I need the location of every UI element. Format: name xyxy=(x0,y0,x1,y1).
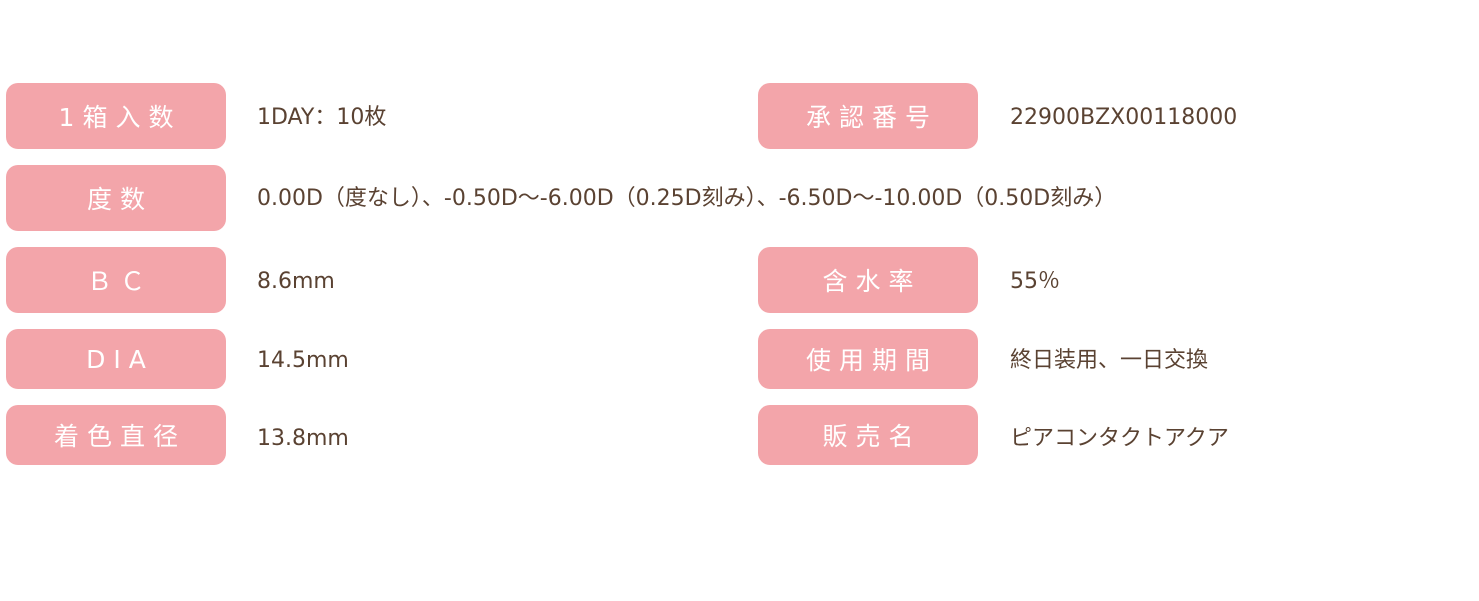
spec-label: 度数 xyxy=(6,165,226,231)
spec-value: 0.00D（度なし）、-0.50D～-6.00D（0.25D刻み）、-6.50D… xyxy=(257,186,1117,211)
spec-value: ピアコンタクトアクア xyxy=(1010,426,1229,451)
spec-label: 使用期間 xyxy=(758,329,978,389)
spec-label: 着色直径 xyxy=(6,405,226,465)
spec-value: 55％ xyxy=(1010,269,1060,294)
spec-label: 含水率 xyxy=(758,247,978,313)
spec-value: 13.8mm xyxy=(257,426,349,451)
spec-value: 8.6mm xyxy=(257,269,335,294)
spec-value: 14.5mm xyxy=(257,348,349,373)
spec-label: ＢＣ xyxy=(6,247,226,313)
spec-label: 1箱入数 xyxy=(6,83,226,149)
spec-label: 販売名 xyxy=(758,405,978,465)
spec-value: 22900BZX00118000 xyxy=(1010,105,1238,130)
spec-label: 承認番号 xyxy=(758,83,978,149)
spec-label: DIA xyxy=(6,329,226,389)
spec-value: 1DAY：10枚 xyxy=(257,105,387,130)
spec-value: 終日装用、一日交換 xyxy=(1010,348,1209,373)
